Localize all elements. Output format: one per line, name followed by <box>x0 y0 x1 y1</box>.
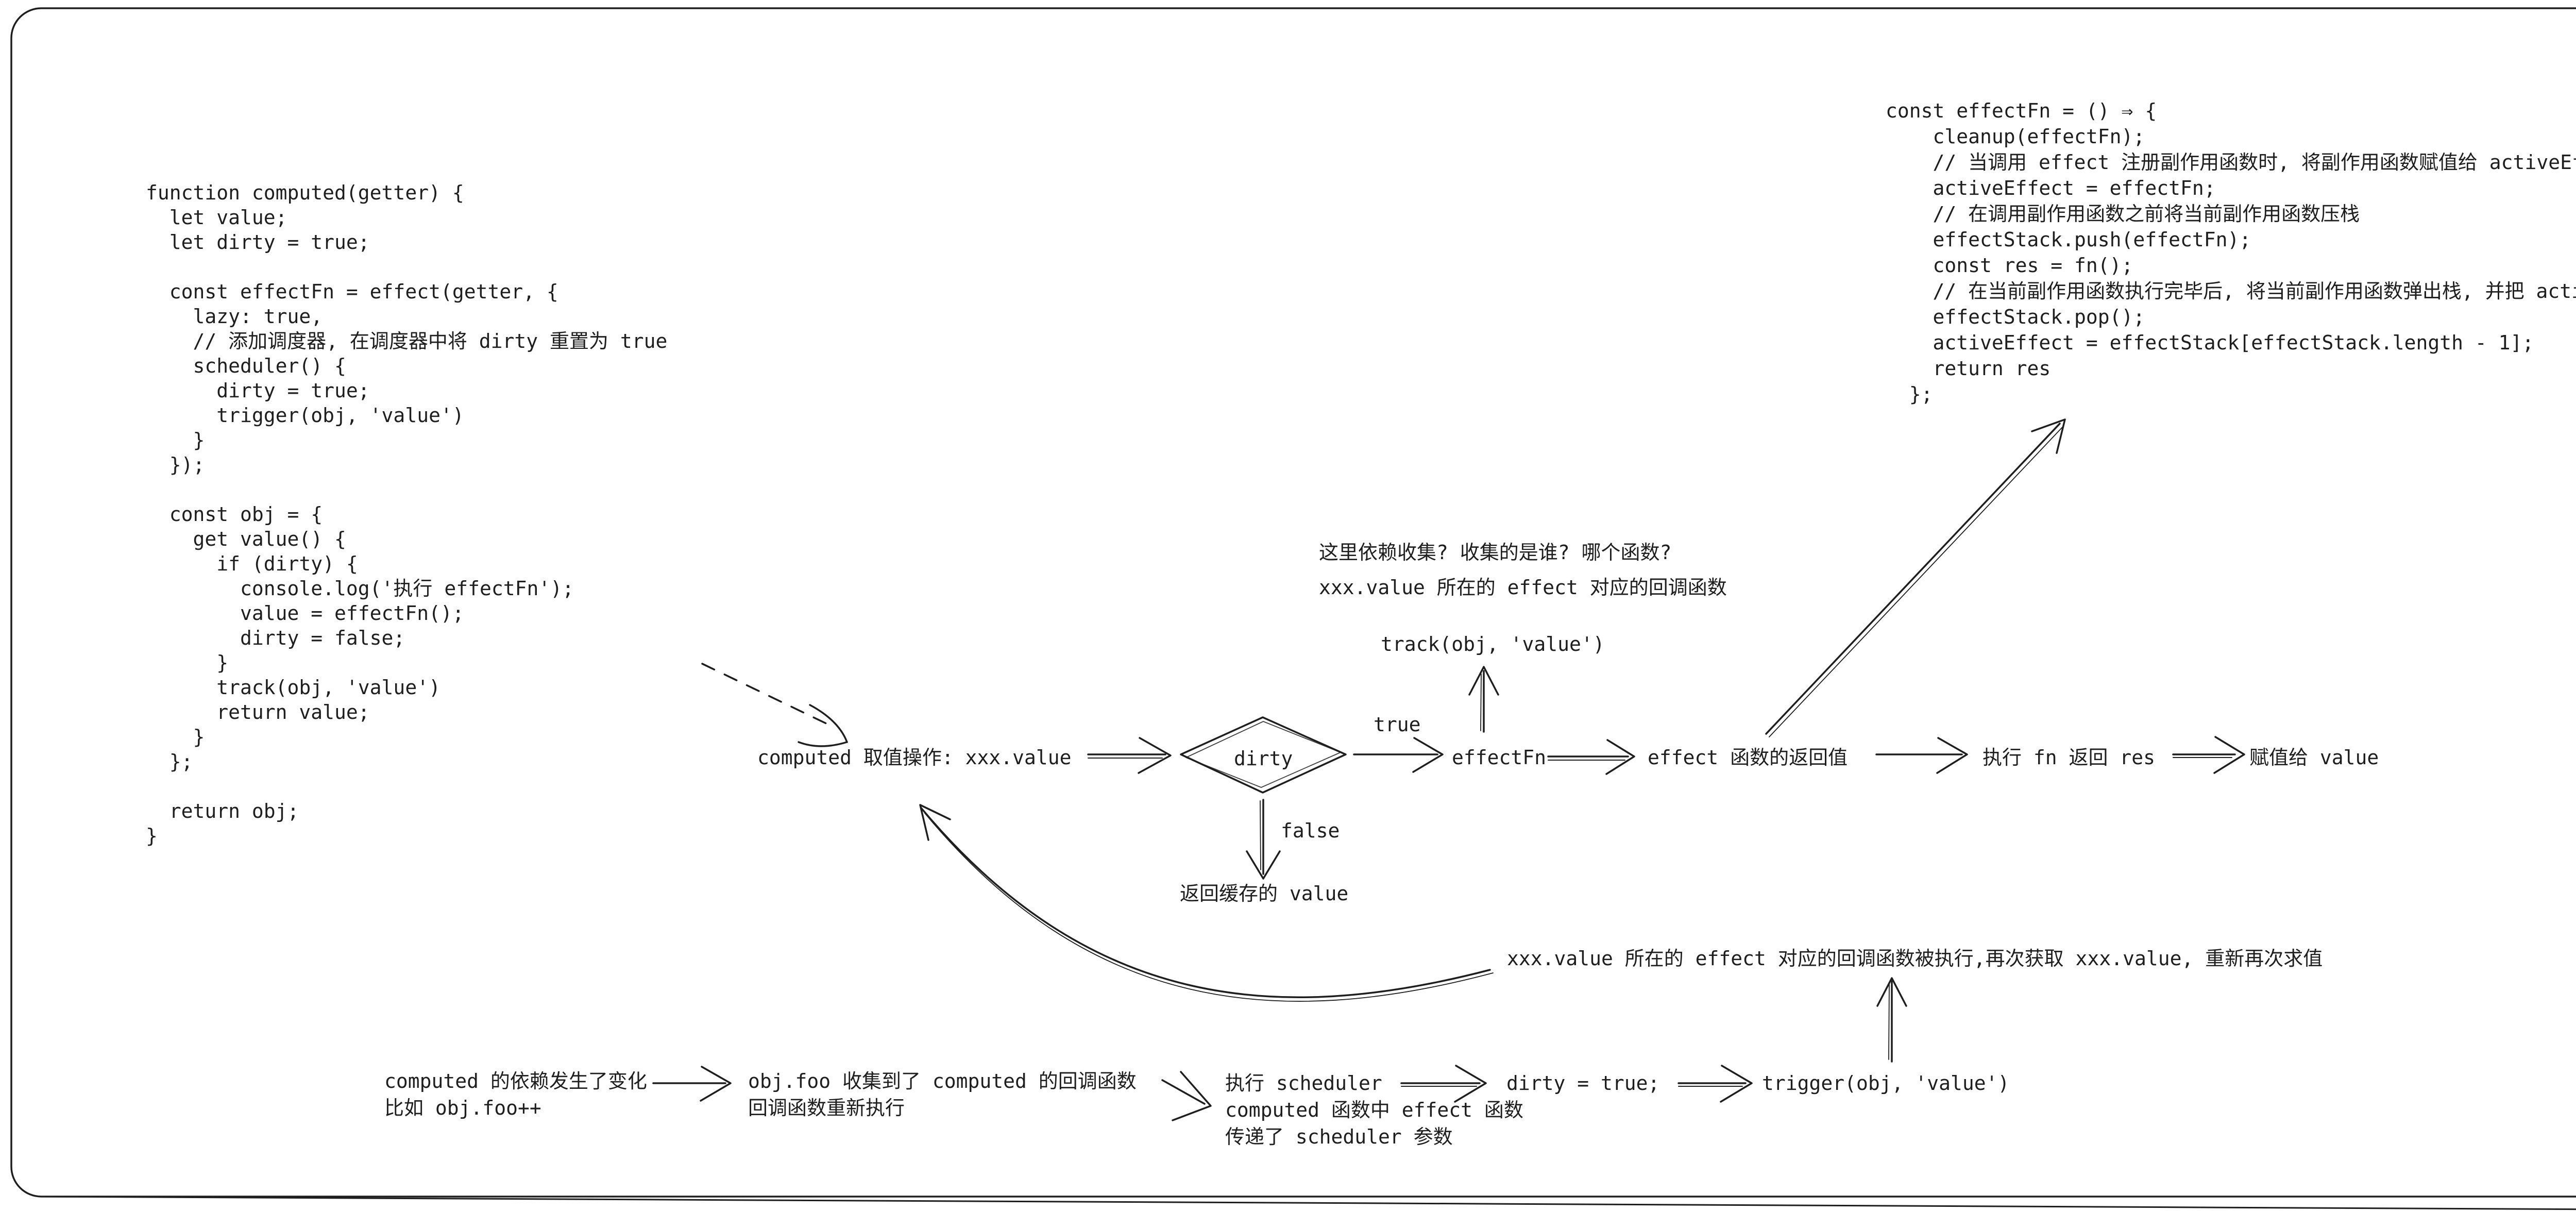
code-block-effectfn-impl: const effectFn = () ⇒ { cleanup(effectFn… <box>1886 99 2576 406</box>
arrow-trigger-to-reexec <box>1876 977 1907 1063</box>
note-dependency-collect-line2: xxx.value 所在的 effect 对应的回调函数 <box>1319 576 1727 599</box>
arrow-dirty-to-effectfn <box>1353 737 1444 773</box>
arrow-reexec-to-computed <box>919 804 1494 1002</box>
arrow-dirty-false-down <box>1246 799 1281 880</box>
arrow-dirty-true-to-trigger <box>1677 1065 1753 1103</box>
code-block-computed-impl: function computed(getter) { let value; l… <box>146 181 668 847</box>
arrow-effectfn-to-track <box>1468 666 1499 733</box>
node-cached-value: 返回缓存的 value <box>1180 882 1349 905</box>
note-dependency-collect-line1: 这里依赖收集? 收集的是谁? 哪个函数? <box>1319 541 1672 564</box>
node-trigger-call: trigger(obj, 'value') <box>1762 1072 2010 1095</box>
arrow-effect-return-to-effectfn-code <box>1765 418 2066 737</box>
node-run-scheduler-line2: computed 函数中 effect 函数 <box>1225 1099 1523 1121</box>
note-reexecute: xxx.value 所在的 effect 对应的回调函数被执行,再次获取 xxx… <box>1507 947 2323 970</box>
arrow-effect-return-to-run-fn <box>1875 737 1968 774</box>
node-run-scheduler-line1: 执行 scheduler <box>1225 1072 1382 1095</box>
edge-label-false: false <box>1281 819 1340 842</box>
node-dep-change-line1: computed 的依赖发生了变化 <box>384 1070 647 1092</box>
node-effectfn: effectFn <box>1452 746 1547 769</box>
node-effect-return: effect 函数的返回值 <box>1648 746 1848 769</box>
arrow-depchange-to-collect <box>652 1066 732 1102</box>
diamond-dirty-shape <box>1180 716 1347 794</box>
node-collect-callback-line2: 回调函数重新执行 <box>748 1097 905 1119</box>
node-run-fn: 执行 fn 返回 res <box>1982 746 2156 769</box>
arrow-run-fn-to-assign <box>2172 736 2245 774</box>
arrow-computed-to-dirty <box>1087 737 1172 774</box>
arrow-collect-to-scheduler <box>1161 1071 1212 1121</box>
edge-label-true: true <box>1374 713 1421 736</box>
node-run-scheduler-line3: 传递了 scheduler 参数 <box>1225 1125 1453 1148</box>
node-track-call: track(obj, 'value') <box>1381 633 1605 655</box>
arrow-scheduler-to-dirty-true <box>1400 1065 1487 1103</box>
arrow-effectfn-to-effect-return <box>1547 739 1635 775</box>
node-dirty-true: dirty = true; <box>1506 1072 1660 1095</box>
node-dep-change-line2: 比如 obj.foo++ <box>384 1097 541 1119</box>
node-computed-get: computed 取值操作: xxx.value <box>757 746 1072 769</box>
node-collect-callback-line1: obj.foo 收集到了 computed 的回调函数 <box>748 1070 1137 1092</box>
node-dirty-label: dirty <box>1234 747 1293 770</box>
arrow-enter-computed <box>701 663 848 747</box>
node-assign-value: 赋值给 value <box>2249 746 2379 769</box>
